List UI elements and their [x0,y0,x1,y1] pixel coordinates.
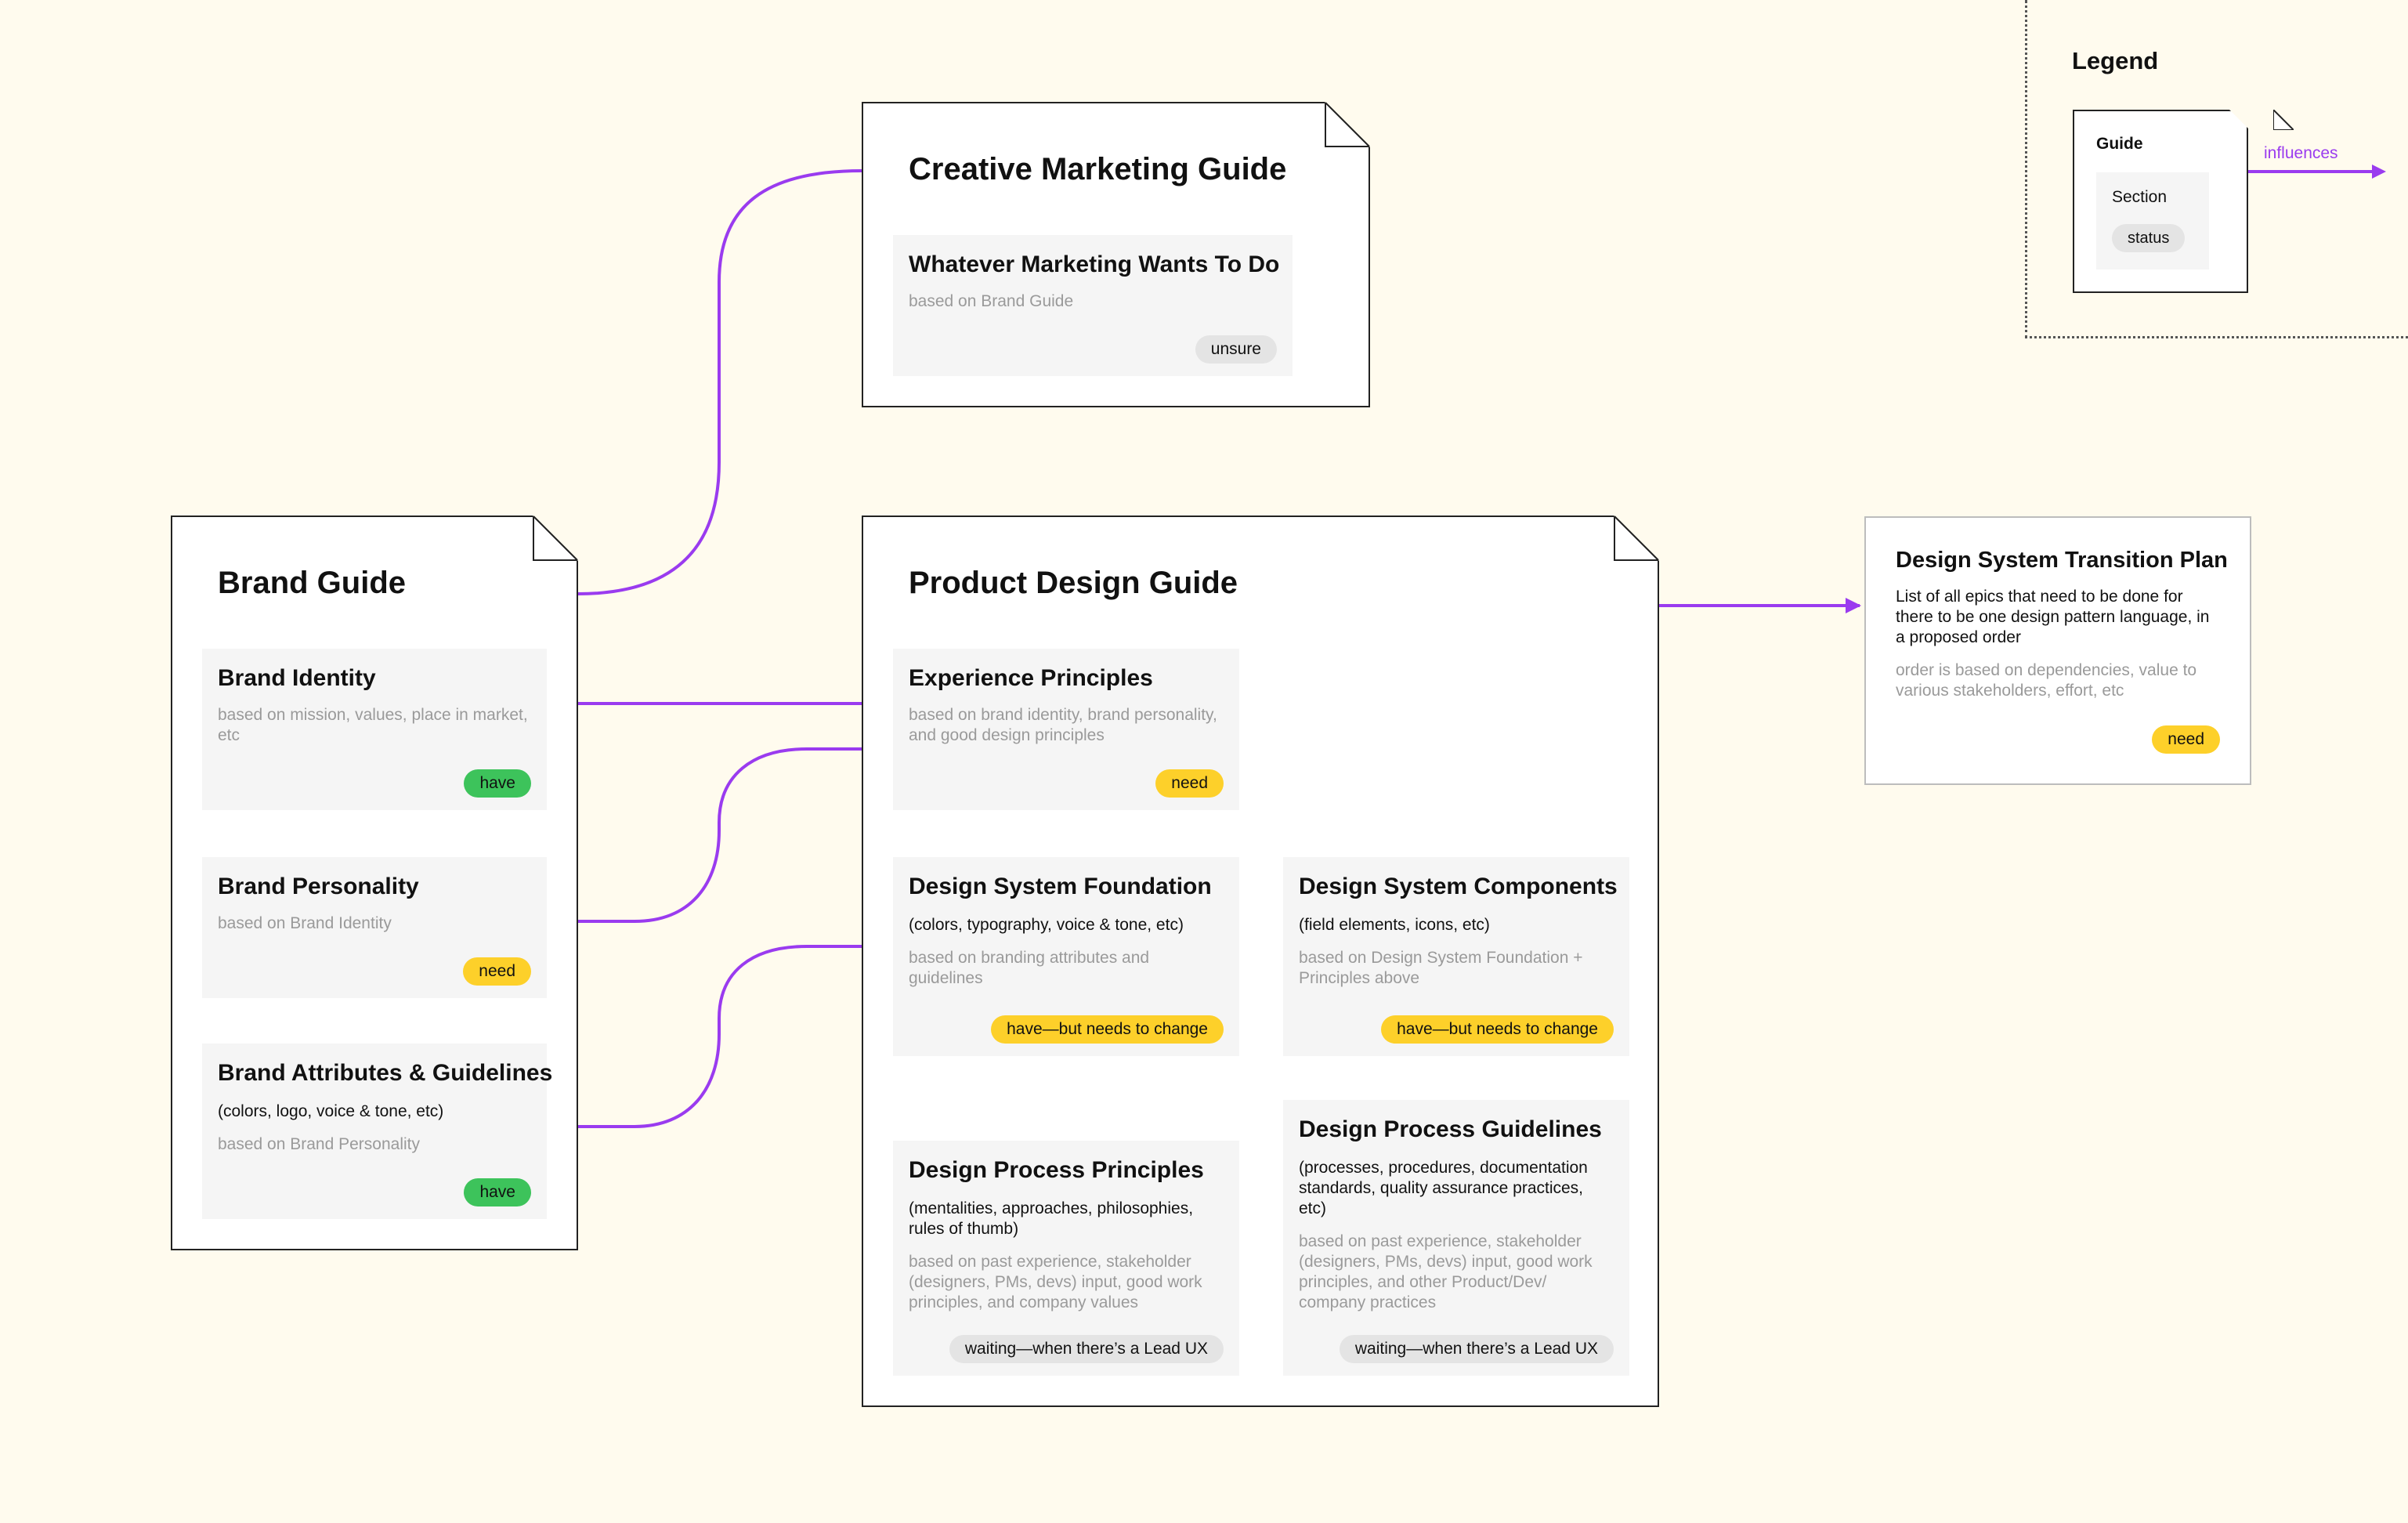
section-brand-identity: Brand Identity based on mission, values,… [202,649,547,810]
section-basis: based on Brand Identity [218,914,392,932]
status-badge: have—but needs to change [991,1015,1224,1044]
plan-title: Design System Transition Plan [1896,548,2228,573]
section-description: (field elements, icons, etc) [1299,916,1490,934]
section-title: Design System Components [1299,874,1618,899]
legend-status-badge: status [2112,224,2185,252]
section-title: Whatever Marketing Wants To Do [909,251,1280,277]
section-title: Design Process Principles [909,1157,1204,1183]
section-basis: based on past experience, stakeholder (d… [1299,1232,1593,1311]
connector-attributes-to-foundation [548,939,891,1128]
status-badge: unsure [1195,335,1277,364]
connector-personality-to-experience [548,741,891,923]
guide-title: Brand Guide [218,566,407,600]
section-title: Experience Principles [909,665,1153,691]
section-basis: based on past experience, stakeholder (d… [909,1253,1202,1311]
legend-section-label: Section [2112,188,2168,206]
legend-influences-arrow [2248,165,2386,179]
connector-brand-to-marketing [577,169,862,595]
legend-section-sample: Section status [2096,172,2209,270]
legend-guide-sample: Guide Section status [2073,110,2248,293]
section-basis: based on mission, values, place in marke… [218,706,528,744]
section-design-process-principles: Design Process Principles (mentalities, … [893,1141,1239,1376]
section-experience-principles: Experience Principles based on brand ide… [893,649,1239,810]
status-badge: need [2152,725,2220,754]
status-badge: have [464,769,531,798]
guide-title: Product Design Guide [909,566,1238,600]
section-description: (colors, typography, voice & tone, etc) [909,916,1184,934]
section-title: Design System Foundation [909,874,1212,899]
status-badge: have—but needs to change [1381,1015,1614,1044]
legend-influences-label: influences [2264,144,2338,162]
product-design-guide: Product Design Guide Experience Principl… [862,516,1659,1407]
section-basis: based on Brand Personality [218,1135,420,1153]
plan-basis: order is based on dependencies, value to… [1896,661,2197,700]
legend: Legend Guide Section status influences [2025,0,2408,338]
brand-guide: Brand Guide Brand Identity based on miss… [171,516,578,1250]
status-badge: need [463,957,531,986]
section-description: (processes, procedures, documentation st… [1299,1159,1588,1217]
section-design-system-foundation: Design System Foundation (colors, typogr… [893,857,1239,1056]
creative-marketing-guide: Creative Marketing Guide Whatever Market… [862,102,1370,407]
status-badge: waiting—when there’s a Lead UX [949,1335,1224,1363]
section-description: (colors, logo, voice & tone, etc) [218,1102,444,1120]
section-basis: based on Design System Foundation + Prin… [1299,949,1583,987]
legend-guide-label: Guide [2096,135,2143,153]
legend-fold [2273,110,2294,130]
design-system-transition-plan: Design System Transition Plan List of al… [1864,516,2251,785]
section-title: Brand Personality [218,874,419,899]
guide-title: Creative Marketing Guide [909,152,1287,186]
section-title: Brand Attributes & Guidelines [218,1060,553,1086]
legend-title: Legend [2072,47,2159,74]
section-basis: based on Brand Guide [909,292,1074,310]
section-title: Design Process Guidelines [1299,1116,1602,1142]
plan-description: List of all epics that need to be done f… [1896,588,2210,646]
section-brand-attributes: Brand Attributes & Guidelines (colors, l… [202,1044,547,1219]
section-design-system-components: Design System Components (field elements… [1283,857,1629,1056]
section-whatever-marketing-wants: Whatever Marketing Wants To Do based on … [893,235,1293,376]
section-brand-personality: Brand Personality based on Brand Identit… [202,857,547,998]
section-basis: based on brand identity, brand personali… [909,706,1217,744]
section-design-process-guidelines: Design Process Guidelines (processes, pr… [1283,1100,1629,1376]
status-badge: need [1155,769,1224,798]
status-badge: waiting—when there’s a Lead UX [1340,1335,1614,1363]
section-title: Brand Identity [218,665,376,691]
section-basis: based on branding attributes and guideli… [909,949,1150,987]
section-description: (mentalities, approaches, philosophies, … [909,1199,1194,1238]
status-badge: have [464,1178,531,1206]
